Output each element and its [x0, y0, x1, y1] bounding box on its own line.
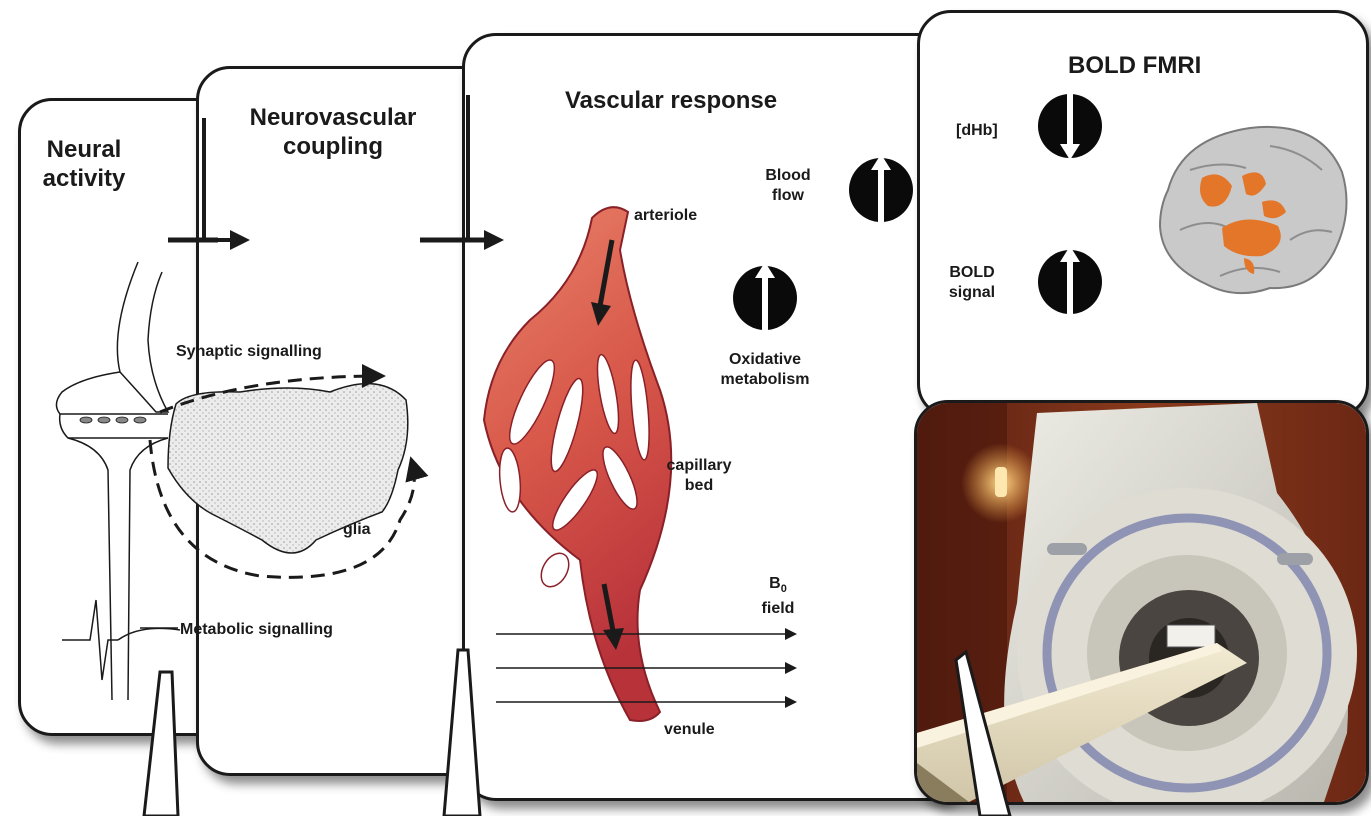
- pointer-tails: [0, 0, 1371, 816]
- fmri-diagram: Neural activity Neurovascular coupling V…: [0, 0, 1371, 816]
